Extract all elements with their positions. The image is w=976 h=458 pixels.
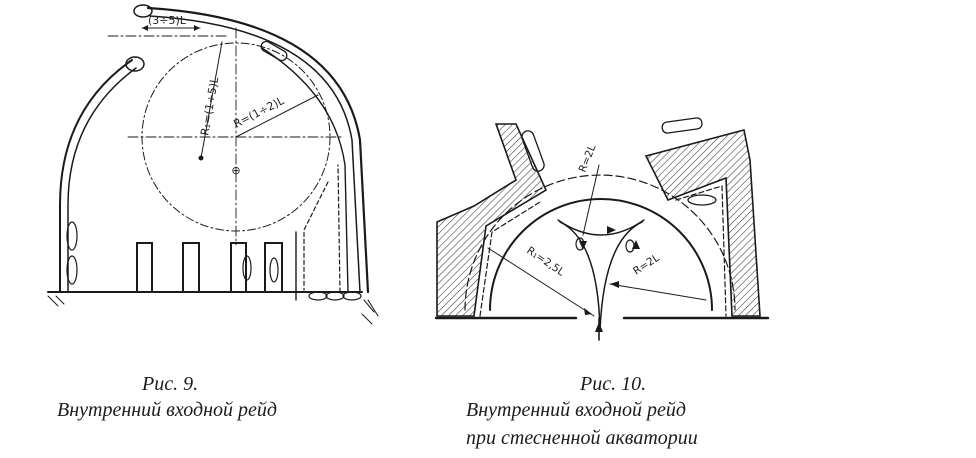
- fig10-radius-right-label: R=2L: [631, 252, 662, 278]
- fig10-radius-top-label: R=2L: [577, 143, 599, 174]
- fig9-center-mark: ⊕: [231, 164, 240, 177]
- figure-10-drawing: [434, 117, 770, 341]
- fig10-left-breakwater: [436, 123, 548, 317]
- figure-9-drawing: ⊕: [47, 4, 379, 325]
- fig10-radius-left-label: R₁=2,5L: [524, 245, 566, 279]
- fig10-flow-arrows: [579, 226, 640, 332]
- fig9-dimension-label: (3÷5)L: [148, 14, 187, 27]
- fig10-caption-title-line2: при стесненной акватории: [466, 427, 698, 449]
- fig9-outer-breakwater: [59, 4, 370, 294]
- fig10-top-right-vessel: [661, 117, 703, 134]
- fig10-left-inner-dash: [479, 201, 541, 317]
- fig10-right-breakwater: [644, 129, 761, 317]
- fig10-right-inner-dash: [675, 185, 727, 317]
- fig9-caption-number: Рис. 9.: [142, 373, 199, 395]
- fig10-right-vessel: [687, 194, 717, 206]
- fig9-ground-hatch: [47, 295, 379, 325]
- fig9-radius-line-1: [200, 41, 223, 159]
- fig10-caption-title-line1: Внутренний входной рейд: [466, 399, 687, 421]
- fig10-cusp-left: [559, 221, 601, 331]
- fig9-inner-breakwater: [260, 40, 349, 301]
- fig9-radius-label-1: R₁=(1÷5)L: [198, 75, 221, 136]
- fig10-radius-top-line: [582, 164, 600, 236]
- fig9-caption-title: Внутренний входной рейд: [57, 399, 278, 421]
- fig9-berth-piers: [136, 242, 283, 293]
- fig10-small-ovals: [575, 237, 635, 253]
- fig10-outer-dashed-circle: [464, 174, 736, 311]
- fig10-cusp-top: [557, 219, 645, 236]
- fig10-radius-right-line: [609, 283, 707, 301]
- fig9-radius-line-2: [235, 94, 319, 138]
- fig10-inner-turning-circle: [489, 198, 713, 311]
- fig10-left-vessel: [521, 130, 545, 172]
- fig9-moored-vessels: [66, 221, 362, 301]
- fig9-radius-center-dot: [198, 155, 204, 161]
- fig10-radius-left-line: [487, 247, 595, 317]
- fig10-caption-number: Рис. 10.: [580, 373, 647, 395]
